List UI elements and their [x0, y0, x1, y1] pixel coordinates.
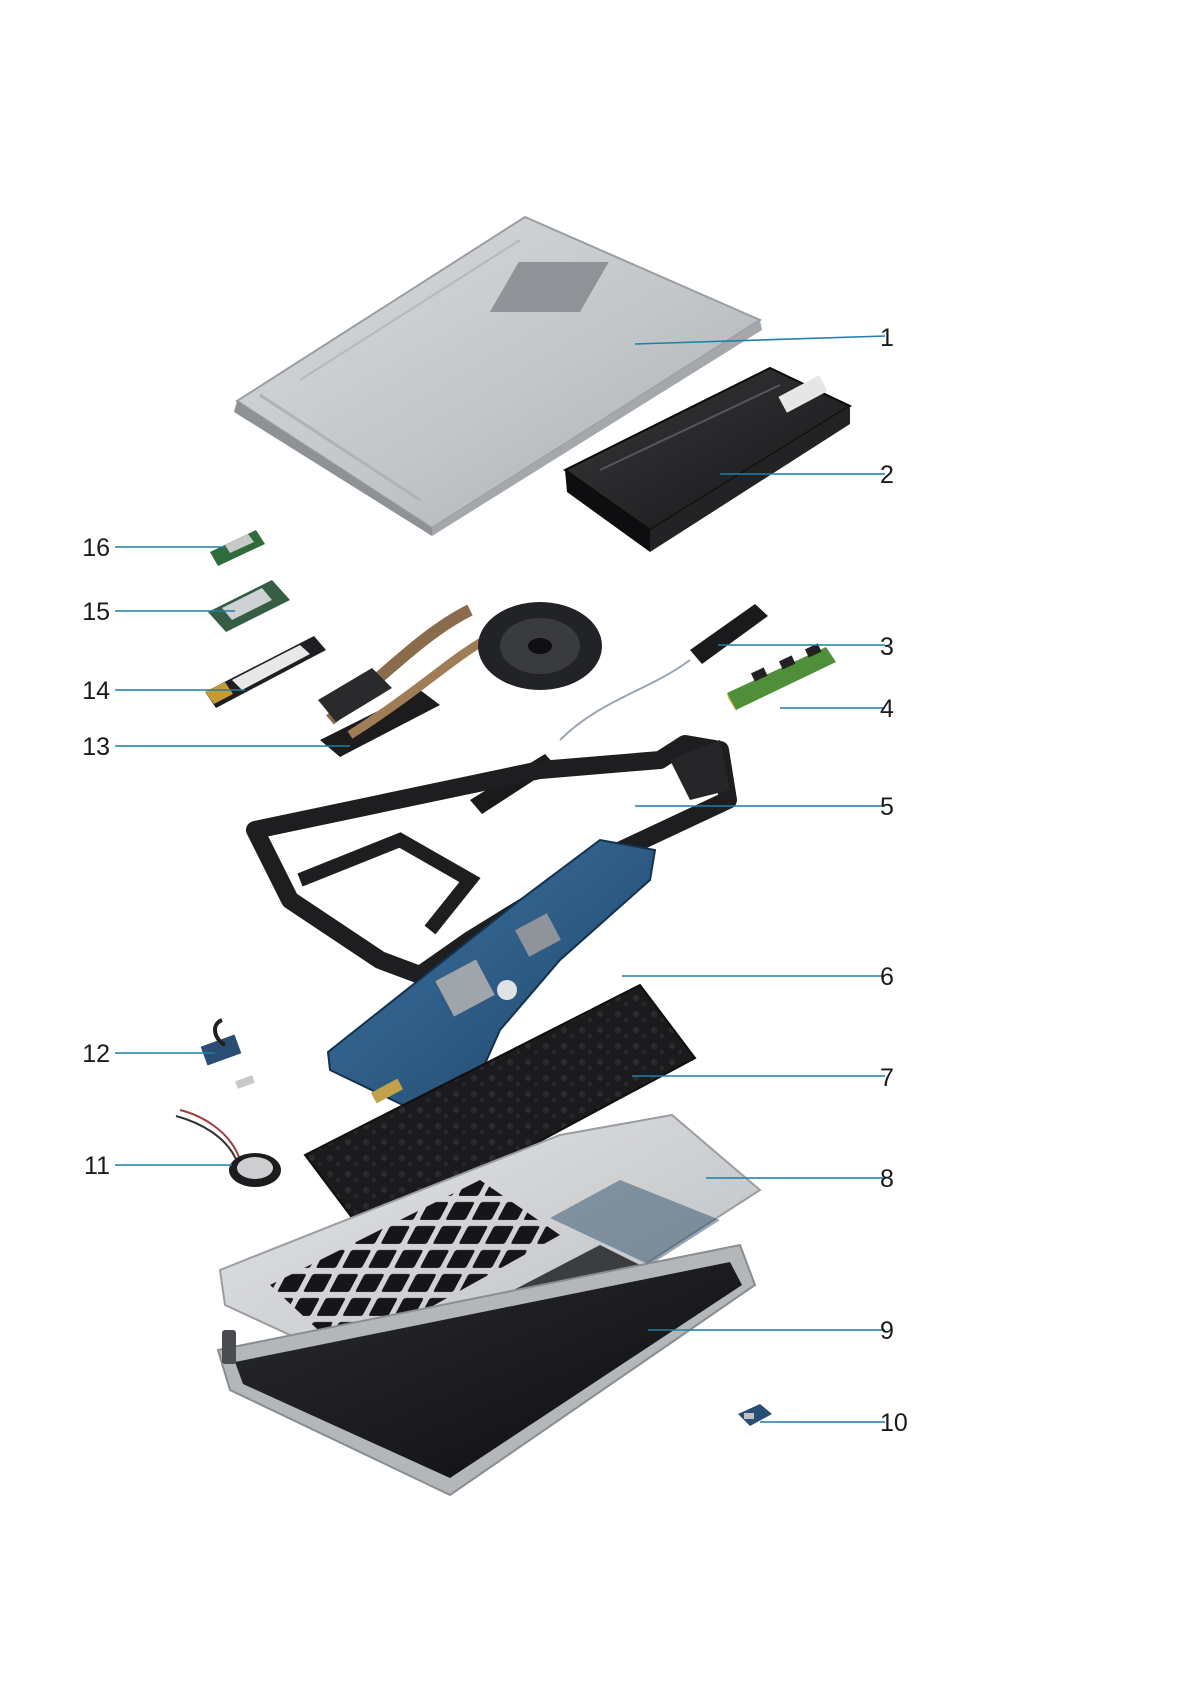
power-button-board-part: [201, 1020, 255, 1089]
callout-8-number: 8: [880, 1165, 894, 1193]
wlan-card-part: [210, 530, 265, 566]
ssd-part: [205, 636, 326, 708]
callout-11-number: 11: [84, 1152, 110, 1180]
callout-15-number: 15: [82, 598, 110, 626]
callout-2-number: 2: [880, 461, 894, 489]
callout-1-number: 1: [880, 324, 894, 352]
callout-4-number: 4: [880, 695, 894, 723]
coin-cell-battery-part: [176, 1110, 281, 1187]
callout-13-number: 13: [82, 733, 110, 761]
callout-7-number: 7: [880, 1064, 894, 1092]
callout-10-number: 10: [880, 1409, 908, 1437]
wwan-card-part: [208, 580, 290, 632]
callout-12-number: 12: [82, 1040, 110, 1068]
callout-9-number: 9: [880, 1317, 894, 1345]
callout-14-number: 14: [82, 677, 110, 705]
callout-5-number: 5: [880, 793, 894, 821]
callout-16-number: 16: [82, 534, 110, 562]
memory-module-part: [727, 643, 836, 714]
heatsink-fan-part: [318, 602, 602, 757]
callout-6-number: 6: [880, 963, 894, 991]
callout-3-number: 3: [880, 633, 894, 661]
